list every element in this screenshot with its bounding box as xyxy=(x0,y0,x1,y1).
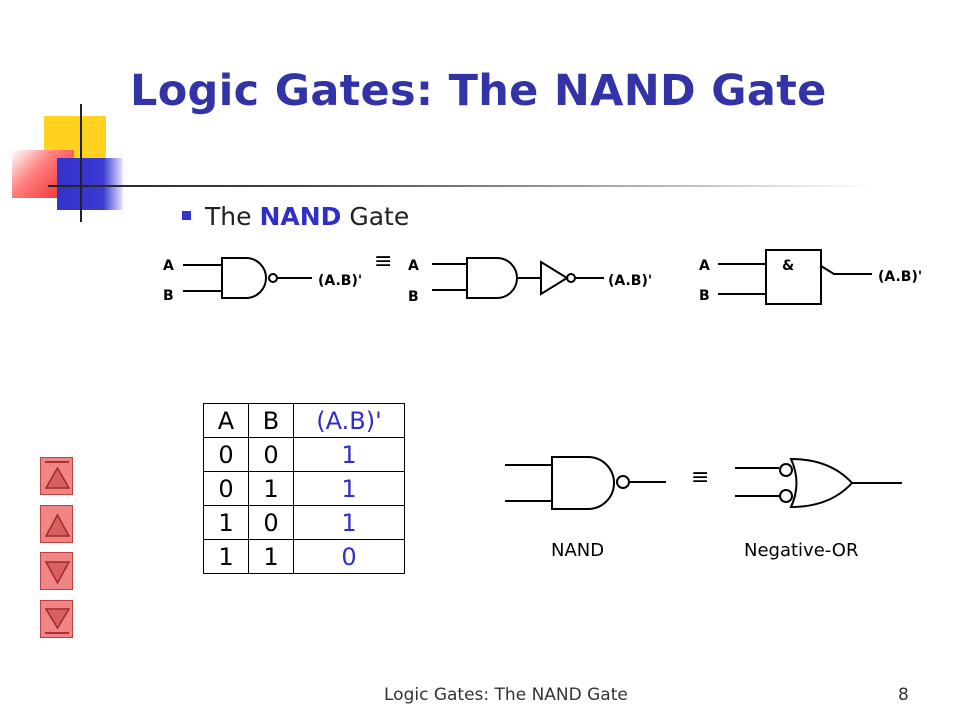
gate2-output-label: (A.B)' xyxy=(608,273,652,289)
nand-gate-1 xyxy=(183,257,312,299)
truth-table: A B (A.B)' 0 0 1 0 1 1 1 0 1 1 1 0 xyxy=(203,403,405,574)
gate3-input-b-label: B xyxy=(699,288,710,304)
large-nand-gate xyxy=(505,456,666,510)
equivalence-symbol-1: ≡ xyxy=(374,249,392,274)
table-cell: 1 xyxy=(203,539,249,574)
table-cell: 1 xyxy=(293,471,405,506)
table-header-b: B xyxy=(248,403,294,438)
gate1-input-b-label: B xyxy=(163,288,174,304)
bullet-text-pre: The xyxy=(205,202,260,231)
gate3-output-label: (A.B)' xyxy=(878,269,922,285)
last-slide-icon xyxy=(44,608,71,630)
gate1-input-a-label: A xyxy=(163,258,174,274)
table-row: 1 1 0 xyxy=(203,539,405,574)
table-row: 0 1 1 xyxy=(203,471,405,506)
decor-blue-square xyxy=(57,158,123,210)
table-cell: 1 xyxy=(248,539,294,574)
title-underline xyxy=(48,185,878,187)
equivalence-symbol-2: ≡ xyxy=(691,465,709,490)
table-row: 1 0 1 xyxy=(203,505,405,540)
first-slide-icon xyxy=(44,466,71,489)
bullet-text-highlight: NAND xyxy=(259,202,342,231)
gate1-output-label: (A.B)' xyxy=(318,273,362,289)
table-cell: 0 xyxy=(203,471,249,506)
gate2-input-a-label: A xyxy=(408,258,419,274)
nand-caption: NAND xyxy=(551,540,604,561)
table-cell: 1 xyxy=(203,505,249,540)
next-slide-icon xyxy=(44,561,71,585)
last-slide-bar xyxy=(45,632,69,634)
table-cell: 1 xyxy=(248,471,294,506)
gate3-and-symbol: & xyxy=(782,258,794,274)
table-cell: 1 xyxy=(293,505,405,540)
decor-vertical-line xyxy=(80,104,82,222)
and-not-gate-2 xyxy=(432,257,604,299)
table-row: 0 0 1 xyxy=(203,437,405,472)
first-slide-bar xyxy=(45,461,69,463)
negative-or-gate xyxy=(735,457,902,509)
gate2-input-b-label: B xyxy=(408,289,419,305)
bullet-square-icon xyxy=(182,211,191,220)
previous-slide-icon xyxy=(44,513,71,537)
gate3-input-a-label: A xyxy=(699,258,710,274)
page-number: 8 xyxy=(898,685,909,705)
negative-or-caption: Negative-OR xyxy=(744,540,858,561)
table-cell: 0 xyxy=(248,437,294,472)
bullet-text-post: Gate xyxy=(341,202,410,231)
first-slide-button[interactable] xyxy=(40,457,73,495)
table-cell: 0 xyxy=(203,437,249,472)
table-cell: 1 xyxy=(293,437,405,472)
nand-iec-gate-3 xyxy=(718,249,872,305)
table-header-output: (A.B)' xyxy=(293,403,405,438)
table-cell: 0 xyxy=(293,539,405,574)
next-slide-button[interactable] xyxy=(40,552,73,590)
table-header-row: A B (A.B)' xyxy=(203,403,405,438)
last-slide-button[interactable] xyxy=(40,600,73,638)
slide-title: Logic Gates: The NAND Gate xyxy=(130,66,827,116)
slide-footer: Logic Gates: The NAND Gate xyxy=(384,685,628,705)
previous-slide-button[interactable] xyxy=(40,505,73,543)
table-cell: 0 xyxy=(248,505,294,540)
table-header-a: A xyxy=(203,403,249,438)
bullet-item: The NAND Gate xyxy=(182,202,409,231)
